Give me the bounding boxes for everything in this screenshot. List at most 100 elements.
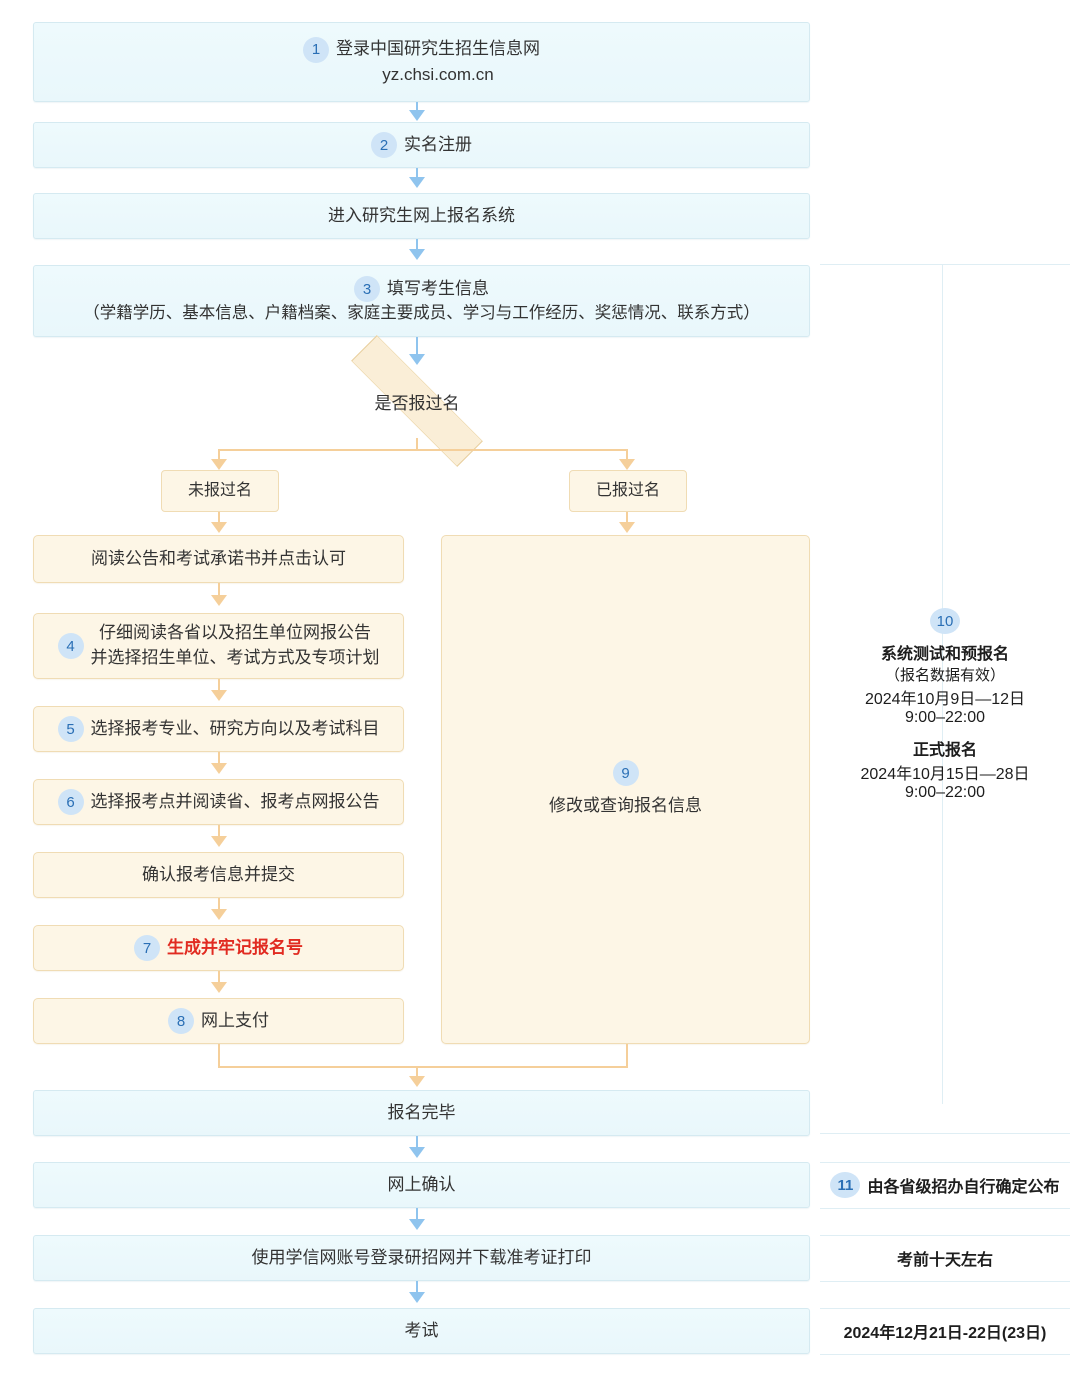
connector-l3-l4	[218, 752, 220, 766]
node-text-block: 仔细阅读各省以及招生单位网报公告 并选择招生单位、考试方式及专项计划	[91, 621, 380, 670]
connector-l7-merge	[218, 1044, 220, 1067]
node-enter-online-system[interactable]: 进入研究生网上报名系统	[33, 193, 810, 239]
sidebar-divider-5	[820, 1281, 1070, 1282]
connector-3-4	[416, 239, 418, 253]
step-badge-8: 8	[168, 1008, 194, 1034]
step-badge-10: 10	[930, 608, 960, 634]
connector-l5-l6	[218, 898, 220, 912]
node-exam[interactable]: 考试	[33, 1308, 810, 1354]
node-select-major[interactable]: 5 选择报考专业、研究方向以及考试科目	[33, 706, 404, 752]
connector-l2-l3	[218, 679, 220, 693]
connector-decision-down	[416, 438, 418, 450]
node-fill-candidate-info[interactable]: 3 填写考生信息 （学籍学历、基本信息、户籍档案、家庭主要成员、学习与工作经历、…	[33, 265, 810, 337]
node-read-announcement[interactable]: 阅读公告和考试承诺书并点击认可	[33, 535, 404, 583]
node-text-highlight: 生成并牢记报名号	[167, 937, 303, 957]
connector-b3-b4	[416, 1281, 418, 1295]
sidebar-date-pre-registration: 2024年10月9日—12日	[864, 691, 1026, 708]
branch-already-registered[interactable]: 已报过名	[569, 470, 687, 512]
node-select-exam-site[interactable]: 6 选择报考点并阅读省、报考点网报公告	[33, 779, 404, 825]
arrow-l3-l4	[211, 763, 227, 774]
node-online-payment[interactable]: 8 网上支付	[33, 998, 404, 1044]
arrow-3-4	[409, 249, 425, 260]
arrow-l1-l2	[211, 595, 227, 606]
sidebar-divider-3	[820, 1208, 1070, 1209]
decision-registered-before[interactable]: 是否报过名	[342, 335, 492, 467]
sidebar-text-confirmation: 由各省级招办自行确定公布	[867, 1179, 1060, 1196]
sidebar-divider-top	[820, 264, 1070, 265]
connector-split-left	[218, 449, 220, 462]
connector-merge-horizontal	[218, 1066, 628, 1068]
connector-no-to-l1	[218, 512, 220, 525]
arrow-l2-l3	[211, 690, 227, 701]
connector-l1-l2	[218, 583, 220, 599]
node-real-name-register[interactable]: 2 实名注册	[33, 122, 810, 168]
arrow-l4-l5	[211, 836, 227, 847]
sidebar-divider-7	[820, 1354, 1070, 1355]
connector-1-2	[416, 102, 418, 114]
sidebar-text-exam-date: 2024年12月21日-22日(23日)	[843, 1325, 1047, 1342]
connector-4-decision	[416, 337, 418, 357]
sidebar-divider-2	[820, 1162, 1070, 1163]
arrow-merge-to-b1	[409, 1076, 425, 1087]
node-text: 网上支付	[201, 1010, 269, 1030]
connector-l6-l7	[218, 971, 220, 985]
arrow-l6-l7	[211, 982, 227, 993]
arrow-b3-b4	[409, 1292, 425, 1303]
node-confirm-submit[interactable]: 确认报考信息并提交	[33, 852, 404, 898]
connector-b1-b2	[416, 1136, 418, 1150]
arrow-yes-to-r1	[619, 522, 635, 533]
connector-merge-down	[416, 1066, 418, 1078]
step-badge-3: 3	[354, 276, 380, 303]
arrow-l5-l6	[211, 909, 227, 920]
node-modify-query-registration[interactable]: 9 修改或查询报名信息	[441, 535, 810, 1044]
arrow-no-to-l1	[211, 522, 227, 533]
node-line-primary: 2 实名注册	[371, 132, 472, 158]
node-text: 选择报考专业、研究方向以及考试科目	[90, 718, 380, 738]
sidebar-time-pre-registration: 9:00–22:00	[904, 709, 986, 726]
node-body: 4 仔细阅读各省以及招生单位网报公告 并选择招生单位、考试方式及专项计划	[57, 621, 380, 670]
step-badge-5: 5	[57, 716, 84, 742]
node-text-line-2: 并选择招生单位、考试方式及专项计划	[90, 648, 380, 667]
connector-yes-to-r1	[626, 512, 628, 525]
connector-split-right	[626, 449, 628, 462]
step-badge-7: 7	[134, 935, 160, 961]
node-text: 网上确认	[387, 1174, 456, 1194]
sidebar-divider-vertical	[942, 264, 943, 1104]
connector-r1-merge	[626, 1044, 628, 1067]
node-text: 确认报考信息并提交	[142, 864, 295, 884]
branch-label: 未报过名	[187, 482, 252, 500]
node-generate-registration-number[interactable]: 7 生成并牢记报名号	[33, 925, 404, 971]
node-text: 填写考生信息	[387, 278, 489, 298]
connector-split-horizontal	[218, 449, 628, 451]
node-registration-complete[interactable]: 报名完毕	[33, 1090, 810, 1136]
sidebar-divider-6	[820, 1308, 1070, 1309]
node-body: 6 选择报考点并阅读省、报考点网报公告	[57, 789, 380, 815]
node-body: 5 选择报考专业、研究方向以及考试科目	[57, 716, 380, 742]
sidebar-time-formal-registration: 9:00–22:00	[904, 784, 986, 801]
sidebar-date-formal-registration: 2024年10月15日—28日	[860, 766, 1030, 783]
node-body: 8 网上支付	[168, 1008, 269, 1034]
node-download-admit-card[interactable]: 使用学信网账号登录研招网并下载准考证打印	[33, 1235, 810, 1281]
sidebar-admit-card-time: 考前十天左右	[822, 1235, 1068, 1281]
step-badge-2: 2	[371, 132, 397, 158]
arrow-4-decision	[409, 354, 425, 365]
node-line-primary: 3 填写考生信息	[354, 276, 489, 303]
node-read-province-unit-announcement[interactable]: 4 仔细阅读各省以及招生单位网报公告 并选择招生单位、考试方式及专项计划	[33, 613, 404, 679]
sidebar-note-pre-registration: （报名数据有效）	[884, 667, 1005, 684]
sidebar-title-formal-registration: 正式报名	[912, 742, 977, 759]
arrow-b1-b2	[409, 1147, 425, 1158]
step-badge-6: 6	[57, 789, 84, 815]
branch-not-registered[interactable]: 未报过名	[161, 470, 279, 512]
node-login-site[interactable]: 1 登录中国研究生招生信息网 yz.chsi.com.cn	[33, 22, 810, 102]
node-online-confirmation[interactable]: 网上确认	[33, 1162, 810, 1208]
step-badge-4: 4	[57, 633, 84, 659]
arrow-b2-b3	[409, 1219, 425, 1230]
sidebar-exam-date: 2024年12月21日-22日(23日)	[822, 1308, 1068, 1354]
node-text: 阅读公告和考试承诺书并点击认可	[91, 548, 346, 568]
sidebar-divider-4	[820, 1235, 1070, 1236]
step-badge-9: 9	[612, 760, 639, 787]
node-text: 实名注册	[404, 134, 472, 154]
decision-label: 是否报过名	[374, 393, 460, 413]
node-body: 9 修改或查询报名信息	[549, 760, 702, 819]
